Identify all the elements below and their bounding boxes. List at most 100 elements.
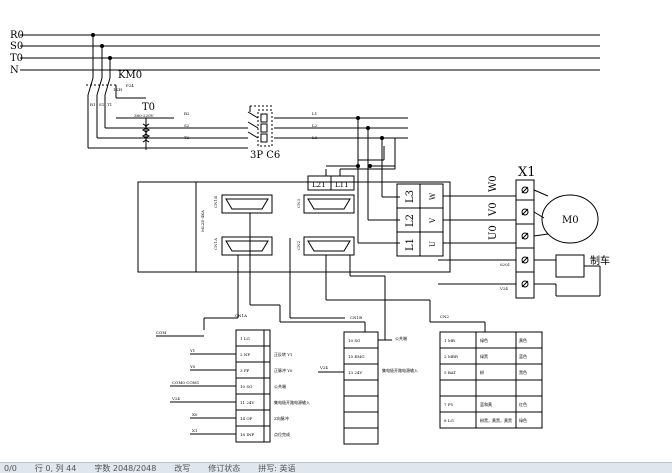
brake-circuit (438, 254, 601, 297)
cn1a-pin: 1 LG (240, 336, 250, 341)
cn2-color: 黄色 (519, 337, 527, 343)
breaker-label: 3P C6 (250, 150, 280, 161)
cn2-table: 1 MR 绿色 黄色 2 MRR 绿黑 蓝色 5 BAT 粉 黑色 7 P5 蓝和黄 红色 8 LG 粉黑… (439, 331, 543, 429)
power-term-l1: L1 (405, 238, 416, 251)
cn1a-pin: 18 INP (240, 432, 254, 437)
cn2-color: 红色 (519, 401, 527, 407)
cn1a-pin: 11 24V (240, 400, 254, 405)
brake-label: 制车 (590, 254, 610, 267)
contactor-sub1: P24 (126, 83, 134, 88)
power-term-l2: L2 (405, 214, 416, 227)
feed-lines (88, 117, 408, 149)
cn1a-wire-com: COM (156, 330, 166, 335)
driver-left-panel (137, 181, 197, 273)
cn1b-frame (343, 331, 379, 445)
out-wire-u0: U0 (488, 225, 499, 240)
tap-t1: T1 (107, 102, 112, 107)
status-item: 修订状态 (208, 463, 241, 473)
wiring-diagram: R0 S0 T0 N KM0 P24 1KH R1 S1 T1 T0 380-2… (10, 30, 610, 445)
cn1b-note-common: 公共端 (395, 335, 407, 341)
cn2-pin: 7 P5 (444, 402, 454, 407)
out-wire-w0: W0 (488, 175, 499, 192)
cn1b-pin: 13 24V (348, 370, 362, 375)
cn2-color: 黑色 (519, 369, 527, 375)
bus-label-n: N (10, 65, 19, 76)
cn2-pin: 2 MRR (444, 354, 459, 359)
cn1a-wire-x0: X0 (192, 412, 198, 417)
contactor-km0 (86, 35, 146, 148)
cn1a-pin: 3 PP (240, 368, 250, 373)
transformer-t0 (116, 117, 174, 150)
servo-driver (137, 175, 451, 273)
transformer-label: T0 (142, 102, 155, 113)
cn1b-pin: 15 EMG (348, 354, 365, 359)
tap-s1: S1 (99, 102, 104, 107)
status-item: 拼写: 英语 (258, 463, 296, 473)
breaker-3p (247, 105, 274, 147)
cn2-color: 蓝色 (519, 353, 527, 359)
cn1b-wires (318, 339, 392, 373)
motor-term-w: W (429, 192, 437, 200)
cn1b-pin: 10 SG (348, 338, 360, 343)
tap-r1: R1 (90, 102, 96, 107)
bus-label-t0: T0 (10, 53, 23, 64)
cn2-pin: 8 LG (444, 418, 454, 423)
motor-term-u: U (429, 241, 437, 247)
cable-label-cn1b: CN1B (350, 315, 362, 320)
cn2-desc: 绿黑 (480, 353, 488, 359)
brake-wire-v24: V24 (499, 286, 508, 291)
diagram-svg: R0 S0 T0 N KM0 P24 1KH R1 S1 T1 T0 380-2… (10, 30, 610, 445)
port-cn1b: CN1B (213, 196, 218, 208)
status-item: 改写 (174, 463, 191, 473)
cn1b-wire-v24: V24 (319, 365, 328, 370)
cn2-color: 绿色 (519, 417, 527, 423)
cable-label-cn2: CN2 (440, 314, 450, 319)
cn1a-desc: 点位完成 (274, 431, 290, 437)
status-item: 行 0, 列 44 (34, 463, 77, 473)
port-cn2: CN2 (296, 240, 301, 250)
status-bar: 0/0 行 0, 列 44 字数 2048/2048 改写 修订状态 拼写: 英… (0, 462, 672, 473)
transformer-rating: 380-220V (134, 113, 154, 118)
out-wire-v0: V0 (488, 202, 499, 217)
cn2-desc: 绿色 (480, 337, 488, 343)
cn2-desc: 蓝和黄 (480, 401, 492, 407)
motor-label: M0 (562, 215, 579, 226)
power-term-l3: L3 (405, 190, 416, 203)
ctrl-term-l21: L21 (312, 181, 326, 189)
cn1a-wires (156, 335, 236, 435)
wire-r2: R2 (184, 111, 190, 116)
driver-feed-wires (325, 118, 400, 244)
wire-l2: L2 (312, 123, 318, 128)
signal-cables (203, 213, 486, 340)
contactor-sub2: 1KH (113, 87, 123, 92)
cn2-desc: 粉 (480, 369, 484, 375)
bus-label-s0: S0 (10, 41, 23, 52)
wire-l3: L3 (312, 135, 318, 140)
cn1b-note-supply: 集电极开路电源输入 (382, 367, 418, 373)
cn1a-wire-y0: Y0 (189, 364, 196, 369)
cn2-pin: 1 MR (444, 338, 456, 343)
driver-box (137, 181, 451, 273)
wire-s2: S2 (184, 123, 190, 128)
cn1a-pin: 14 OP (240, 416, 253, 421)
wire-t2: T2 (184, 135, 190, 140)
driver-model: ML2E-4KA (200, 210, 205, 232)
motor-term-v: V (429, 217, 437, 224)
cn1a-desc: Z向脉冲 (274, 415, 289, 421)
cn1a-desc: 正反转 Y1 (274, 351, 292, 357)
cn1a-wire-y1: Y1 (189, 348, 195, 353)
status-item: 0/0 (4, 463, 17, 473)
cn2-desc: 粉黑，黄黑，黄黑 (480, 417, 512, 423)
wire-l1: L1 (312, 111, 317, 116)
terminal-block-label: X1 (518, 165, 536, 180)
terminal-block-x1 (515, 179, 535, 299)
cn2-pin: 5 BAT (444, 370, 456, 375)
bus-label-r0: R0 (10, 30, 24, 41)
cn1a-wire-v24: V24 (171, 396, 180, 401)
status-item: 字数 2048/2048 (94, 463, 157, 473)
driver-ports (221, 194, 355, 256)
brake-wire-0201: 0201 (500, 262, 510, 267)
motor-output-wires (443, 195, 516, 244)
cn1a-desc: 正脉冲 Y0 (274, 367, 293, 373)
